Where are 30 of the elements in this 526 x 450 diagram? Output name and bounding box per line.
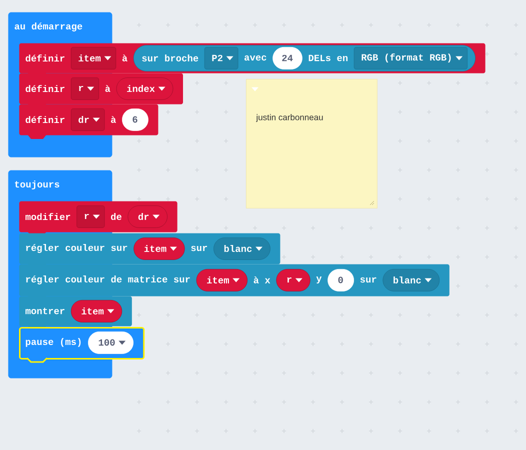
dropdown-field: RGB (format RGB) <box>354 47 468 70</box>
dropdown-field: r <box>76 206 105 228</box>
node-label: à x <box>254 276 270 284</box>
node-label: à <box>105 85 110 92</box>
dropdown-field: blanc <box>382 269 440 292</box>
node-label: y <box>316 276 322 284</box>
dropdown-field: P2 <box>204 47 238 70</box>
number-field: 0 <box>328 269 354 292</box>
variable-pill: item <box>196 269 248 292</box>
number-field: 24 <box>272 47 302 70</box>
variable-pill: item <box>70 300 122 322</box>
node-label: avec <box>244 55 266 61</box>
dropdown-field: blanc <box>214 238 270 260</box>
node-label: définir <box>26 116 64 124</box>
variable-pill: item <box>134 238 185 260</box>
number-field: 6 <box>122 108 148 131</box>
dropdown-field: r <box>70 78 99 100</box>
node-label: DELs en <box>308 54 348 62</box>
node-label: sur <box>191 246 208 252</box>
node-label: sur <box>360 277 376 283</box>
variable-pill: index <box>116 78 174 100</box>
dropdown-field: dr <box>70 108 105 131</box>
number-field: 100 <box>88 332 134 354</box>
node-label: à <box>110 116 116 123</box>
node-label: montrer <box>26 308 64 314</box>
node-label: sur broche <box>142 54 198 62</box>
node-label: définir <box>26 84 64 92</box>
comment-note: justin carbonneau <box>246 79 378 208</box>
dropdown-field: item <box>70 47 116 70</box>
variable-pill: r <box>276 269 310 292</box>
